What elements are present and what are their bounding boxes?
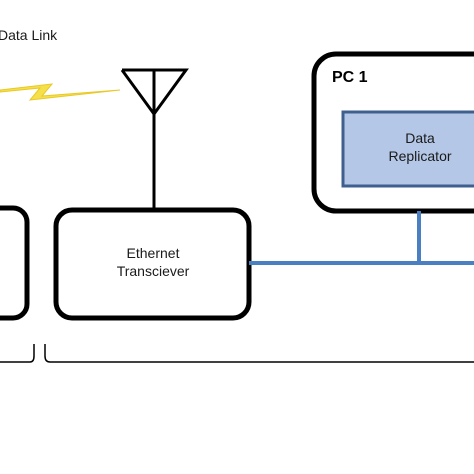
data-replicator-box: Data Replicator xyxy=(341,110,474,188)
left-device-box xyxy=(0,205,30,321)
data-link-label: Data Link xyxy=(0,27,58,43)
lightning-bolt-icon xyxy=(0,83,121,101)
replicator-label-line1: Data xyxy=(405,130,435,146)
antenna-icon xyxy=(120,68,189,210)
transceiver-label-line2: Transciever xyxy=(117,263,190,279)
pc-title: PC 1 xyxy=(332,69,368,86)
bottom-brackets xyxy=(0,344,474,363)
ethernet-transceiver-box: Ethernet Transciever xyxy=(53,207,252,321)
network-connection xyxy=(249,211,474,265)
replicator-label-line2: Replicator xyxy=(388,148,451,164)
transceiver-label-line1: Ethernet xyxy=(127,245,180,261)
